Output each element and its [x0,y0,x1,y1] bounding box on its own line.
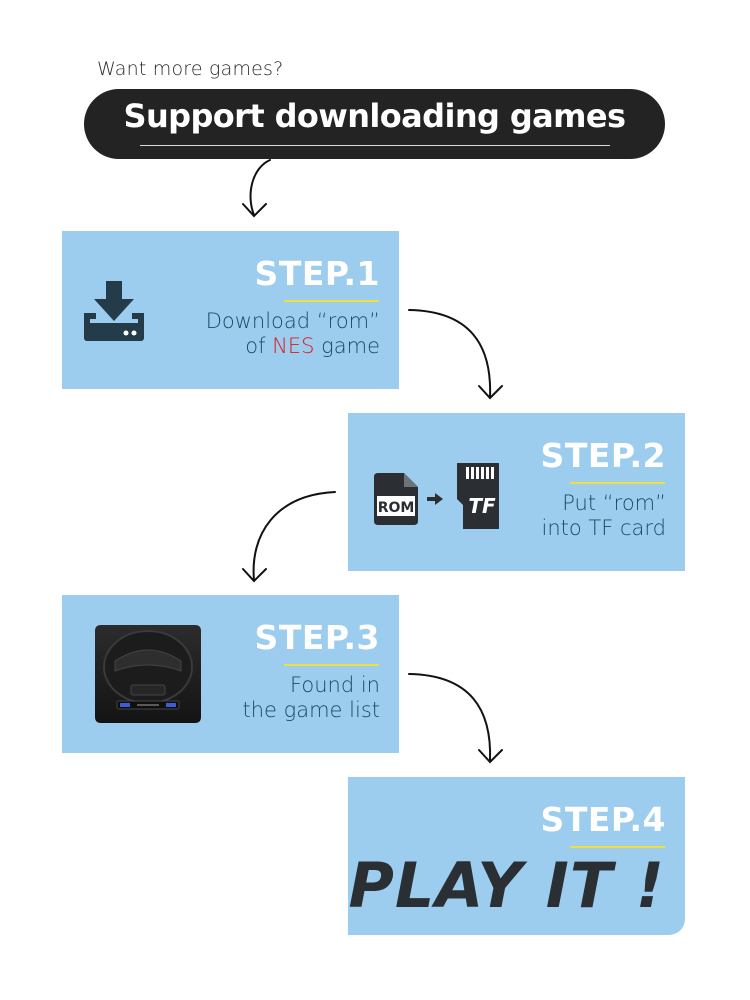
rom-file-icon: ROM [374,473,418,525]
banner-title: Support downloading games [123,97,627,135]
title-banner: Support downloading games [84,89,665,159]
step2-description: Put “rom” into TF card [542,491,667,541]
step1-underline [284,300,379,302]
step3-card: STEP.3 Found in the game list [62,595,399,753]
step4-underline [570,846,665,848]
step2-title: STEP.2 [540,436,666,475]
rom-label: ROM [378,500,415,516]
step3-underline [284,664,379,666]
banner-underline [140,145,610,146]
step2-underline [570,482,665,484]
game-console-icon [95,625,201,723]
play-it-text: PLAY IT ! [348,849,665,922]
tf-label: TF [468,494,496,518]
download-icon [84,281,144,341]
arrow-right-icon [427,493,443,505]
step2-line1: Put “rom” [562,491,666,515]
step3-title: STEP.3 [254,618,380,657]
tf-card-icon: TF [457,463,499,529]
step1-description: Download “rom” of NES game [206,309,380,359]
step3-line2: the game list [242,698,380,722]
nes-highlight: NES [272,334,315,358]
step1-line2: of NES game [206,334,380,359]
step3-description: Found in the game list [242,673,380,723]
step4-card: STEP.4 PLAY IT ! [348,777,685,935]
intro-text: Want more games? [97,58,284,80]
step2-line2: into TF card [541,516,667,540]
step1-line2-pre: of [245,334,273,358]
step1-title: STEP.1 [254,254,380,293]
step4-title: STEP.4 [540,800,666,839]
step1-line1: Download “rom” [205,309,380,333]
step1-line2-post: game [314,334,380,358]
step3-line1: Found in [290,673,380,697]
step2-card: ROM TF STEP.2 Put “rom” into TF card [348,413,685,571]
step1-card: STEP.1 Download “rom” of NES game [62,231,399,389]
